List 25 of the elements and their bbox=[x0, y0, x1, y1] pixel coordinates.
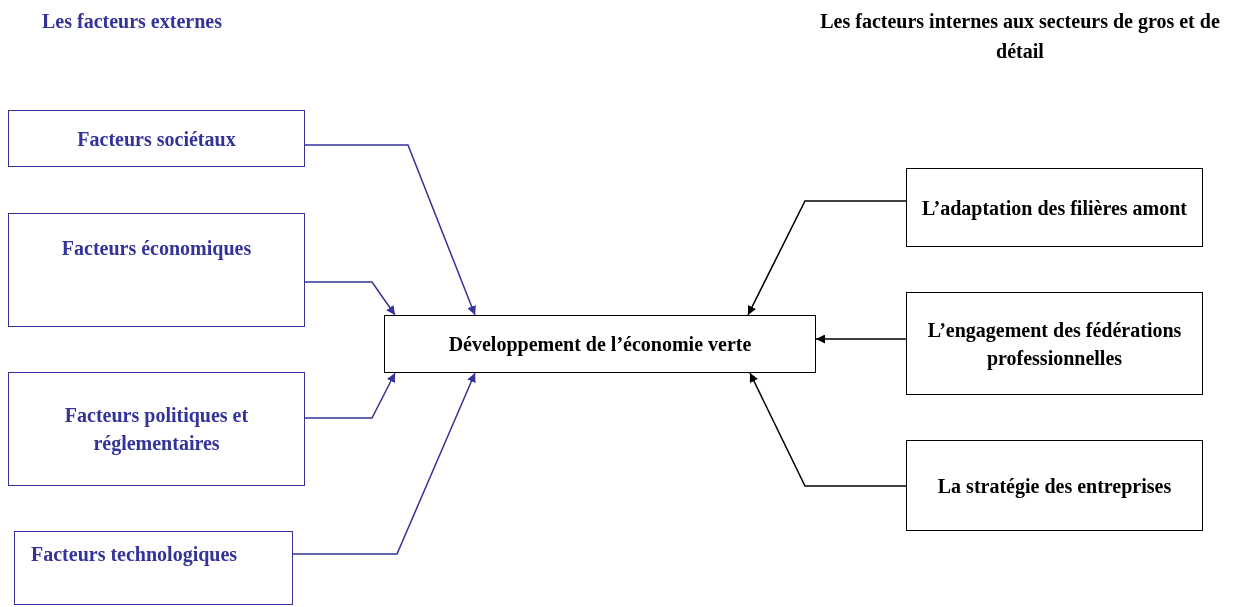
factor-box bbox=[14, 531, 293, 605]
arrow bbox=[292, 372, 476, 555]
factor-box bbox=[906, 440, 1203, 531]
factor-box bbox=[906, 168, 1203, 247]
box-label: L’engagement des fédérations professionnelles bbox=[926, 317, 1183, 372]
factor-box bbox=[384, 315, 816, 373]
arrow bbox=[749, 372, 907, 487]
arrow bbox=[304, 372, 396, 419]
factor-box bbox=[8, 110, 305, 167]
arrow bbox=[747, 200, 907, 316]
arrow bbox=[815, 334, 907, 344]
box-label: L’adaptation des filières amont bbox=[921, 195, 1188, 222]
factor-box bbox=[8, 213, 305, 327]
arrow bbox=[304, 144, 476, 316]
arrow bbox=[304, 281, 396, 316]
box-label: Développement de l’économie verte bbox=[447, 332, 753, 358]
box-label: La stratégie des entreprises bbox=[936, 473, 1173, 500]
section-heading: Les facteurs internes aux secteurs de gros et de détail bbox=[819, 9, 1221, 64]
box-label: Facteurs technologiques bbox=[30, 542, 239, 568]
factor-box bbox=[8, 372, 305, 486]
box-label: Facteurs sociétaux bbox=[76, 126, 237, 152]
box-label: Facteurs politiques et réglementaires bbox=[63, 403, 250, 457]
box-label: Facteurs économiques bbox=[60, 236, 253, 262]
factor-box bbox=[906, 292, 1203, 395]
section-heading: Les facteurs externes bbox=[42, 9, 222, 34]
